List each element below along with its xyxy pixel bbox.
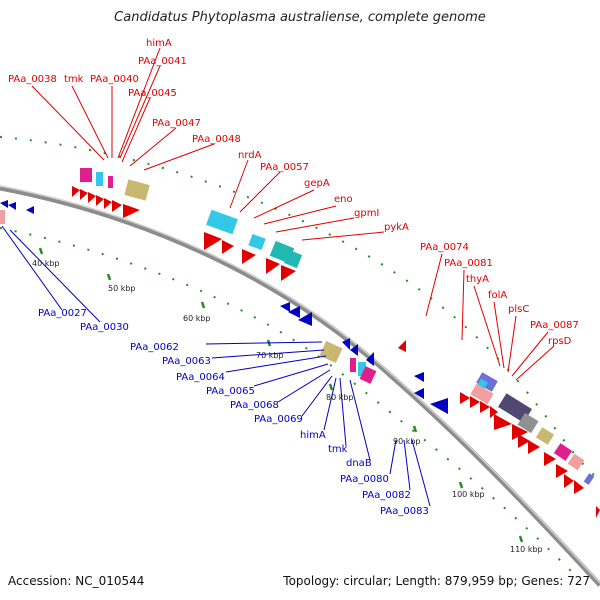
gene-label: PAa_0030 [80, 322, 129, 333]
gene-label: gepA [304, 178, 330, 189]
tick-labels: 40 kbp 50 kbp 60 kbp 70 kbp 80 kbp 90 kb… [32, 259, 543, 554]
gene-label: folA [488, 290, 507, 301]
gene-label: PAa_0057 [260, 162, 309, 173]
topology-label: Topology: circular; Length: 879,959 bp; … [283, 574, 590, 588]
gene-label: dnaB [346, 458, 372, 469]
gene-label: himA [146, 38, 172, 49]
map-title: Candidatus Phytoplasma australiense, com… [114, 10, 486, 25]
gene-label: PAa_0062 [130, 342, 179, 353]
gene-label: PAa_0087 [530, 320, 579, 331]
gene-label: rpsD [548, 336, 572, 347]
forward-blocks [80, 168, 595, 485]
reverse-genes [0, 200, 448, 414]
gene-label: PAa_0068 [230, 400, 279, 411]
gene-label: gpmI [354, 208, 379, 219]
tick-label: 60 kbp [183, 314, 211, 323]
gene-label: PAa_0047 [152, 118, 201, 129]
gene-label: PAa_0045 [128, 88, 177, 99]
gene-label: himA [300, 430, 326, 441]
tick-label: 110 kbp [510, 545, 543, 554]
gene-label: PAa_0027 [38, 308, 87, 319]
backbone-arc [0, 185, 600, 587]
gene-label: tmk [328, 444, 348, 455]
gene-label: PAa_0065 [206, 386, 255, 397]
gene-label: PAa_0040 [90, 74, 139, 85]
gene-label: nrdA [238, 150, 262, 161]
tick-label: 100 kbp [452, 490, 485, 499]
gene-label: tmk [64, 74, 84, 85]
gene-label: PAa_0074 [420, 242, 469, 253]
outer-leader-lines [31, 47, 555, 381]
gene-label: eno [334, 194, 353, 205]
tick-label: 70 kbp [256, 351, 284, 360]
gene-label: PAa_0038 [8, 74, 57, 85]
gene-label: PAa_0064 [176, 372, 225, 383]
gene-label: PAa_0082 [362, 490, 411, 501]
gene-label: PAa_0081 [444, 258, 493, 269]
accession-label: Accession: NC_010544 [8, 574, 145, 588]
reverse-blocks [0, 210, 377, 384]
outer-labels: himA PAa_0041 PAa_0038 tmk PAa_0040 PAa_… [8, 38, 579, 347]
tick-label: 50 kbp [108, 284, 136, 293]
tick-label: 80 kbp [326, 393, 354, 402]
gene-label: PAa_0080 [340, 474, 389, 485]
gene-label: PAa_0069 [254, 414, 303, 425]
gene-label: PAa_0083 [380, 506, 429, 517]
inner-leader-lines [1, 225, 431, 507]
gene-label: plsC [508, 304, 529, 315]
gene-label: thyA [466, 274, 489, 285]
gene-label: PAa_0063 [162, 356, 211, 367]
gene-label: PAa_0048 [192, 134, 241, 145]
forward-genes [72, 186, 600, 518]
backbone-arc-highlight [0, 185, 600, 584]
tick-label: 90 kbp [393, 437, 421, 446]
gene-label: pykA [384, 222, 409, 233]
tick-label: 40 kbp [32, 259, 60, 268]
gene-label: PAa_0041 [138, 56, 187, 67]
inner-labels: PAa_0027 PAa_0030 PAa_0062 PAa_0063 PAa_… [38, 308, 429, 517]
